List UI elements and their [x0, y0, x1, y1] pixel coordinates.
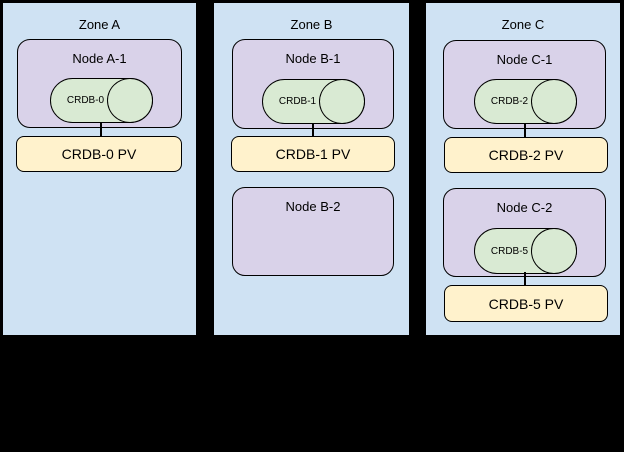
- connector-crdb2-to-pv: [524, 123, 526, 138]
- crdb-5-cylinder: CRDB-5: [474, 228, 577, 274]
- connector-crdb0-to-pv: [100, 122, 102, 137]
- zone-a-label: Zone A: [78, 17, 121, 32]
- crdb-1-label: CRDB-1: [278, 96, 317, 107]
- node-b-2-label: Node B-2: [285, 199, 341, 214]
- zone-c: Zone C Node C-1 CRDB-2 CRDB-2 PV Node C-…: [425, 2, 621, 336]
- crdb-0-cylinder: CRDB-0: [50, 78, 153, 123]
- node-b-1: Node B-1 CRDB-1: [232, 39, 394, 129]
- crdb-2-label: CRDB-2: [490, 96, 529, 107]
- zone-b-label: Zone B: [290, 17, 333, 32]
- crdb-2-pv: CRDB-2 PV: [444, 137, 608, 173]
- node-c-1-label: Node C-1: [496, 52, 553, 67]
- crdb-0-label: CRDB-0: [66, 95, 105, 106]
- connector-crdb1-to-pv: [312, 123, 314, 137]
- crdb-2-cylinder: CRDB-2: [474, 79, 577, 124]
- zone-c-label: Zone C: [501, 17, 545, 32]
- node-c-2: Node C-2 CRDB-5: [443, 188, 606, 277]
- node-a-1: Node A-1 CRDB-0: [17, 39, 182, 128]
- connector-crdb5-to-pv: [524, 272, 526, 286]
- node-b-1-label: Node B-1: [285, 51, 341, 66]
- crdb-5-pv: CRDB-5 PV: [444, 285, 608, 322]
- cylinder-cap: [107, 78, 153, 123]
- crdb-0-pv: CRDB-0 PV: [16, 136, 182, 172]
- zone-b: Zone B Node B-1 CRDB-1 CRDB-1 PV Node B-…: [213, 2, 410, 336]
- node-a-1-label: Node A-1: [72, 51, 127, 66]
- crdb-1-cylinder: CRDB-1: [262, 79, 365, 124]
- crdb-1-pv: CRDB-1 PV: [231, 136, 395, 172]
- zone-a: Zone A Node A-1 CRDB-0 CRDB-0 PV: [2, 2, 197, 336]
- node-b-2: Node B-2: [232, 187, 394, 276]
- cylinder-cap: [319, 79, 365, 124]
- crdb-5-label: CRDB-5: [490, 245, 529, 257]
- cylinder-cap: [531, 228, 577, 274]
- node-c-2-label: Node C-2: [496, 200, 553, 215]
- cylinder-cap: [531, 79, 577, 124]
- node-c-1: Node C-1 CRDB-2: [443, 40, 606, 129]
